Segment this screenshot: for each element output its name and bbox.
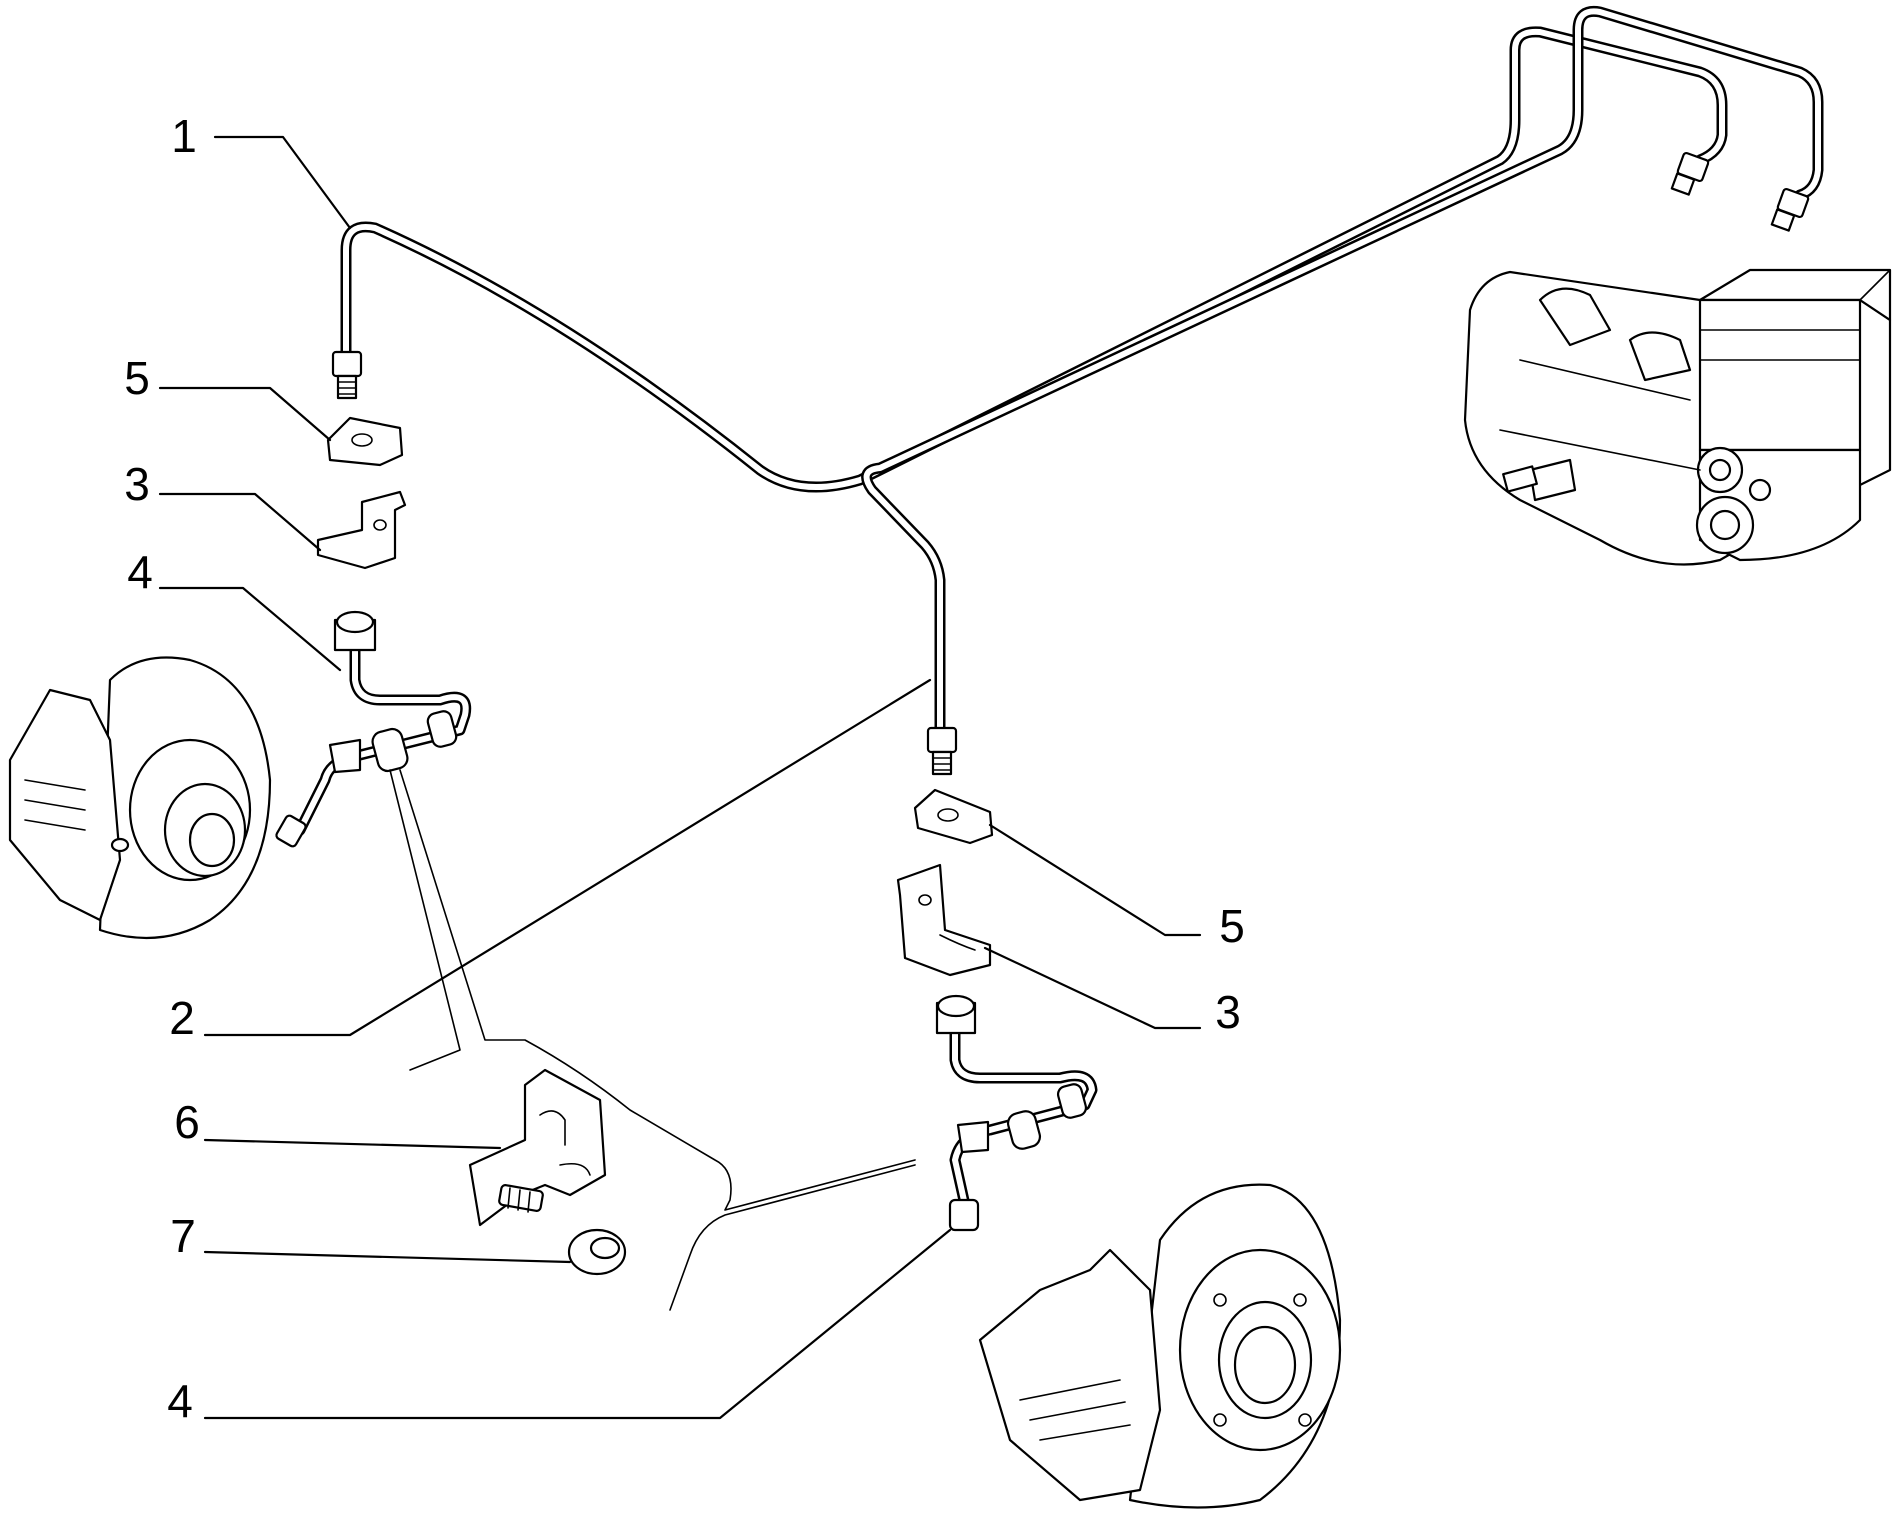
leader-lines [158, 135, 1202, 1420]
clip-left [326, 416, 404, 467]
left-brake-assembly [8, 656, 272, 940]
hose-bracket [468, 1068, 607, 1227]
pipe-fitting-right-2 [1770, 187, 1810, 232]
callout-labels: 1 5 3 4 2 6 7 4 5 3 [124, 110, 1245, 1427]
grommet [567, 1228, 627, 1276]
bracket-left [316, 490, 407, 570]
pipe-fitting-right-1 [1670, 151, 1710, 196]
callout-3-right: 3 [1215, 986, 1241, 1038]
callout-2: 2 [169, 992, 195, 1044]
flexible-hose-right [935, 994, 1098, 1232]
bracket-center [896, 863, 992, 977]
pipe-fitting-left [331, 350, 363, 400]
callout-5-right: 5 [1219, 900, 1245, 952]
brake-pipe-main [340, 5, 1824, 736]
callout-4-bottom: 4 [167, 1375, 193, 1427]
callout-7: 7 [170, 1210, 196, 1262]
callout-1: 1 [171, 110, 197, 162]
hydraulic-control-unit [1463, 268, 1892, 566]
pipe-fitting-center [926, 726, 958, 776]
flexible-hose-left [275, 610, 472, 848]
callout-5-left: 5 [124, 352, 150, 404]
callout-6: 6 [174, 1096, 200, 1148]
right-brake-assembly [978, 1183, 1342, 1509]
callout-4-left: 4 [127, 546, 153, 598]
callout-3-left: 3 [124, 458, 150, 510]
exploded-guide-lines [389, 769, 916, 1311]
clip-center [913, 788, 994, 845]
